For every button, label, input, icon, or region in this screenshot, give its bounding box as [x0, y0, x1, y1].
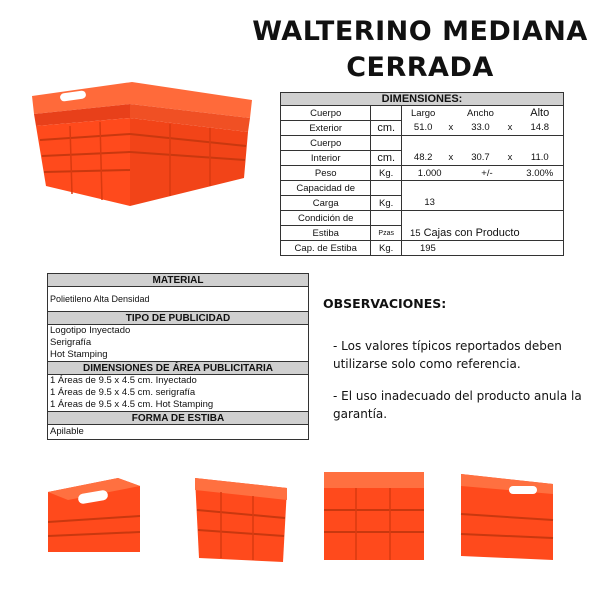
crate-thumb-side-image: [195, 478, 287, 562]
estiba-header: FORMA DE ESTIBA: [47, 411, 309, 425]
unit-pzas: Pzas: [370, 225, 402, 241]
crate-thumb-corner-image: [48, 478, 140, 552]
peso-tolerance: 3.00%: [516, 165, 564, 181]
ext-alto: 14.8: [516, 120, 564, 136]
carga-value: 13: [400, 195, 458, 211]
estiba-text: Cajas con Producto: [423, 226, 520, 239]
peso-value: 1.000: [400, 165, 458, 181]
publicidad-inyectado: Logotipo Inyectado: [47, 324, 309, 337]
publicidad-serigrafia: Serigrafía: [47, 337, 309, 349]
cuerpo-ext-label: Cuerpo: [279, 105, 372, 121]
product-title: WALTERINO MEDIANA CERRADA: [240, 14, 600, 86]
interior-label: Interior: [279, 150, 372, 166]
crate-main-image: [32, 82, 252, 206]
largo-label: Largo: [400, 105, 445, 121]
area-hot-stamping: 1 Áreas de 9.5 x 4.5 cm. Hot Stamping: [47, 399, 309, 412]
unit-cm: cm.: [370, 150, 402, 166]
cap-estiba-label: Cap. de Estiba: [279, 240, 372, 256]
unit-kg: Kg.: [370, 240, 402, 256]
material-table: MATERIAL Polietileno Alta Densidad TIPO …: [47, 273, 309, 440]
area-inyectado: 1 Áreas de 9.5 x 4.5 cm. Inyectado: [47, 374, 309, 387]
publicidad-header: TIPO DE PUBLICIDAD: [47, 311, 309, 325]
x-sep: x: [444, 150, 458, 166]
unit-kg: Kg.: [370, 165, 402, 181]
publicidad-hot-stamping: Hot Stamping: [47, 349, 309, 362]
crate-thumb-front-image: [324, 472, 424, 560]
dims-header: DIMENSIONES:: [280, 92, 564, 106]
exterior-label: Exterior: [279, 120, 372, 136]
x-sep: x: [444, 120, 458, 136]
observacion-2: - El uso inadecuado del producto anula l…: [333, 389, 582, 421]
area-serigrafia: 1 Áreas de 9.5 x 4.5 cm. serigrafía: [47, 387, 309, 399]
unit-kg: Kg.: [370, 195, 402, 211]
condicion-label: Condición de: [279, 210, 372, 226]
int-ancho: 30.7: [457, 150, 504, 166]
title-line-2: CERRADA: [346, 52, 494, 83]
ext-largo: 51.0: [400, 120, 445, 136]
observaciones-title: OBSERVACIONES:: [323, 296, 447, 311]
estiba-value: Apilable: [47, 424, 309, 440]
cap-estiba-value: 195: [400, 240, 565, 256]
carga-label: Carga: [279, 195, 372, 211]
estiba-label: Estiba: [279, 225, 372, 241]
material-header: MATERIAL: [47, 273, 309, 287]
alto-label: Alto: [516, 105, 564, 121]
area-header: DIMENSIONES DE ÁREA PUBLICITARIA: [47, 361, 309, 375]
estiba-count: 15: [409, 227, 421, 239]
ext-ancho: 33.0: [457, 120, 504, 136]
material-value: Polietileno Alta Densidad: [47, 286, 309, 312]
x-sep: x: [503, 120, 517, 136]
unit-cm: cm.: [370, 120, 402, 136]
dimensions-table: DIMENSIONES: Cuerpo Largo Ancho Alto Ext…: [279, 92, 565, 256]
int-largo: 48.2: [400, 150, 445, 166]
x-sep: x: [503, 150, 517, 166]
title-line-1: WALTERINO MEDIANA: [252, 16, 588, 47]
peso-label: Peso: [279, 165, 372, 181]
capacidad-label: Capacidad de: [279, 180, 372, 196]
peso-tolerance-sign: +/-: [457, 165, 517, 181]
crate-thumb-end-image: [460, 474, 554, 560]
int-alto: 11.0: [516, 150, 564, 166]
ancho-label: Ancho: [457, 105, 504, 121]
observacion-1: - Los valores típicos reportados deben u…: [333, 339, 562, 371]
cuerpo-int-label: Cuerpo: [279, 135, 372, 151]
